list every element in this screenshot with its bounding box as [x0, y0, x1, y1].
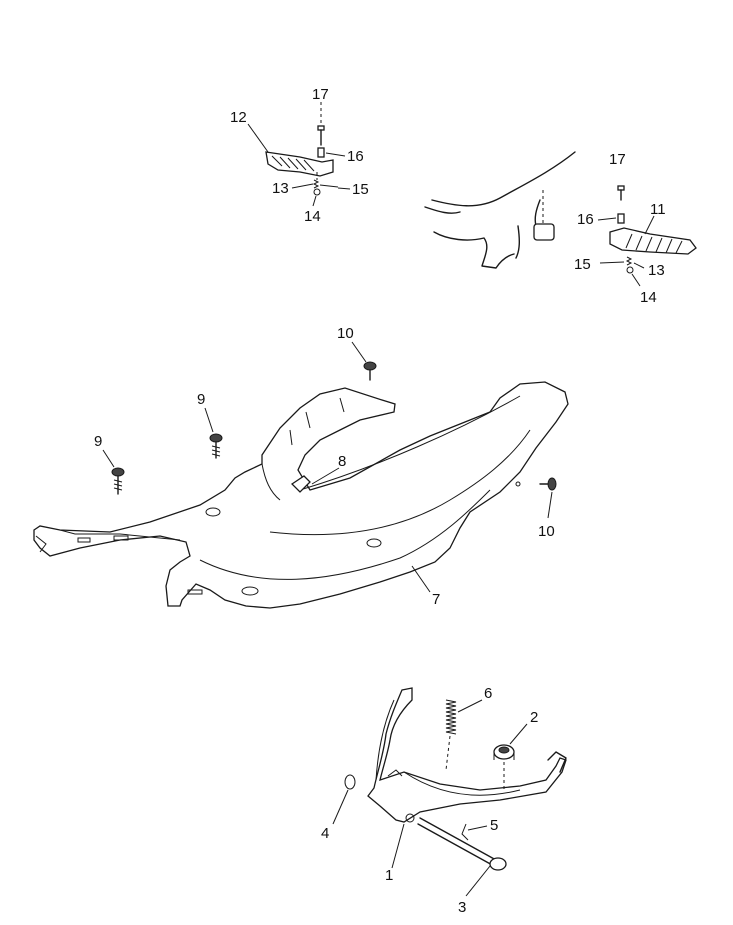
callout-16-right: 16: [577, 211, 594, 228]
callout-6: 6: [484, 685, 492, 702]
callout-2: 2: [530, 709, 538, 726]
callout-13-right: 13: [648, 262, 665, 279]
washer-4: [344, 774, 356, 790]
washer-14-left: [313, 188, 321, 196]
callout-3: 3: [458, 899, 466, 916]
callout-9-left: 9: [94, 433, 102, 450]
callout-12: 12: [230, 109, 247, 126]
callout-10-top: 10: [337, 325, 354, 342]
callout-5: 5: [490, 817, 498, 834]
spring-13-left: [312, 179, 320, 189]
callout-8: 8: [338, 453, 346, 470]
callout-16-left: 16: [347, 148, 364, 165]
callout-1: 1: [385, 867, 393, 884]
callout-4: 4: [321, 825, 329, 842]
washer-14-right: [626, 266, 634, 274]
left-footrest-assembly: [265, 102, 339, 196]
cotter-pin-5: [461, 823, 469, 841]
screw-10-top: [363, 361, 377, 381]
callout-9-center: 9: [197, 391, 205, 408]
callout-15-left: 15: [352, 181, 369, 198]
screw-9-left: [111, 467, 125, 495]
main-stand: [367, 687, 567, 823]
pivot-shaft-3: [417, 817, 507, 871]
pin-16-left: [317, 147, 325, 158]
frame-outline-sketch: [424, 151, 576, 269]
callout-10-right: 10: [538, 523, 555, 540]
panel-hole-2: [366, 538, 382, 548]
right-footrest-assembly: [599, 185, 697, 274]
callout-14-left: 14: [304, 208, 321, 225]
floor-panel-body: [33, 381, 569, 609]
spring-6: [445, 699, 457, 735]
callout-15-right: 15: [574, 256, 591, 273]
callout-17-left: 17: [312, 86, 329, 103]
callout-17-right: 17: [609, 151, 626, 168]
callout-14-right: 14: [640, 289, 657, 306]
bushing-2: [493, 744, 515, 760]
callout-11: 11: [650, 201, 666, 218]
clip-8: [290, 475, 311, 493]
callout-13-left: 13: [272, 180, 289, 197]
screw-10-right: [539, 477, 557, 491]
footrest-peg-right: [609, 227, 697, 255]
clip-15-left: [319, 184, 339, 188]
pin-16-right: [617, 213, 625, 224]
stand-assembly: [344, 687, 567, 871]
spring-13-right: [625, 256, 633, 266]
callout-7: 7: [432, 591, 440, 608]
screw-9-center: [209, 433, 223, 459]
panel-hole-1: [205, 507, 221, 517]
frame-mount-block: [533, 223, 555, 241]
footrest-peg-left: [265, 151, 334, 177]
clip-15-right: [599, 261, 625, 264]
bolt-17-left: [317, 125, 325, 146]
floor-panel: [33, 381, 569, 609]
panel-hole-3: [241, 586, 259, 596]
